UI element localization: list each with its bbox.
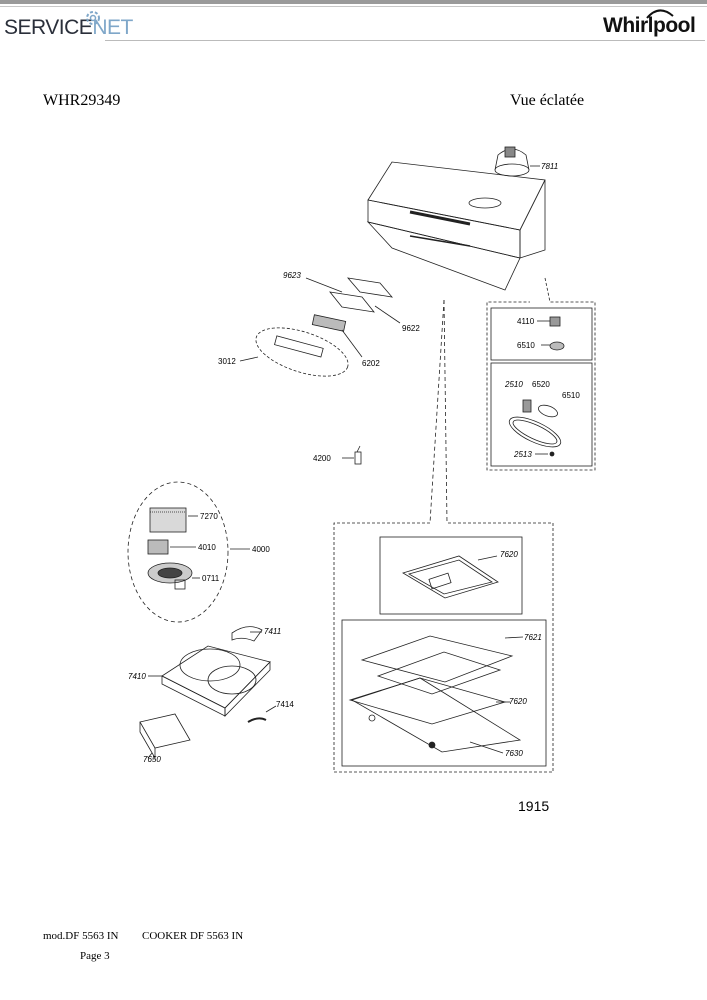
part-label-6510b: 6510: [562, 391, 580, 400]
part-label-7410: 7410: [128, 672, 146, 681]
filter-container: [333, 522, 554, 773]
part-label-7620b: 7620: [509, 697, 527, 706]
header-rule: [105, 40, 705, 41]
header-top-line: [0, 6, 707, 7]
part-4000-motor-group: [127, 481, 250, 623]
part-label-7630: 7630: [505, 749, 523, 758]
part-label-4110: 4110: [517, 317, 535, 326]
part-label-2510: 2510: [504, 380, 523, 389]
lamp-holder-box: [486, 277, 596, 471]
part-label-9623: 9623: [283, 271, 301, 280]
part-6202-switch: [311, 314, 363, 358]
part-label-7811: 7811: [541, 162, 558, 171]
servicenet-logo: SERVICENET: [4, 16, 133, 39]
part-4200-cable-tie: [342, 445, 362, 465]
sheet-number: 1915: [518, 798, 550, 814]
connector-lines: [429, 299, 448, 524]
header-top-bar: [0, 0, 707, 4]
part-7811-knob: [494, 146, 540, 177]
part-label-2513: 2513: [513, 450, 532, 459]
model-number: WHR29349: [43, 92, 121, 109]
footer-page-number: Page 3: [80, 950, 110, 962]
part-label-6520: 6520: [532, 380, 550, 389]
view-title: Vue éclatée: [510, 92, 585, 109]
part-label-7620a: 7620: [500, 550, 518, 559]
part-label-7414: 7414: [276, 700, 294, 709]
footer-cooker: COOKER DF 5563 IN: [142, 930, 244, 942]
part-label-6510a: 6510: [517, 341, 535, 350]
part-label-7411: 7411: [264, 627, 281, 636]
part-label-7621: 7621: [524, 633, 542, 642]
part-label-4000: 4000: [252, 545, 270, 554]
filter-sheets: [348, 635, 524, 754]
part-label-3012: 3012: [218, 357, 236, 366]
part-label-4010: 4010: [198, 543, 216, 552]
part-7410-housing: [139, 626, 277, 760]
exploded-view-diagram: 7811 9623 9622 6202 3012 4110 6510 2: [127, 146, 596, 773]
hood-body: [366, 161, 546, 291]
part-label-0711: 0711: [202, 574, 220, 583]
whirlpool-logo: Whirlpool: [603, 14, 696, 37]
part-label-9622: 9622: [402, 324, 420, 333]
part-label-7270: 7270: [200, 512, 218, 521]
part-9622-control-box: [305, 277, 401, 324]
part-label-4200: 4200: [313, 454, 331, 463]
part-3012-panel: [239, 327, 349, 377]
part-label-6202: 6202: [362, 359, 380, 368]
part-label-7650: 7650: [143, 755, 161, 764]
whirlpool-swirl-icon: [646, 9, 674, 19]
gear-icon: [86, 11, 100, 25]
footer-model: mod.DF 5563 IN: [43, 930, 119, 942]
